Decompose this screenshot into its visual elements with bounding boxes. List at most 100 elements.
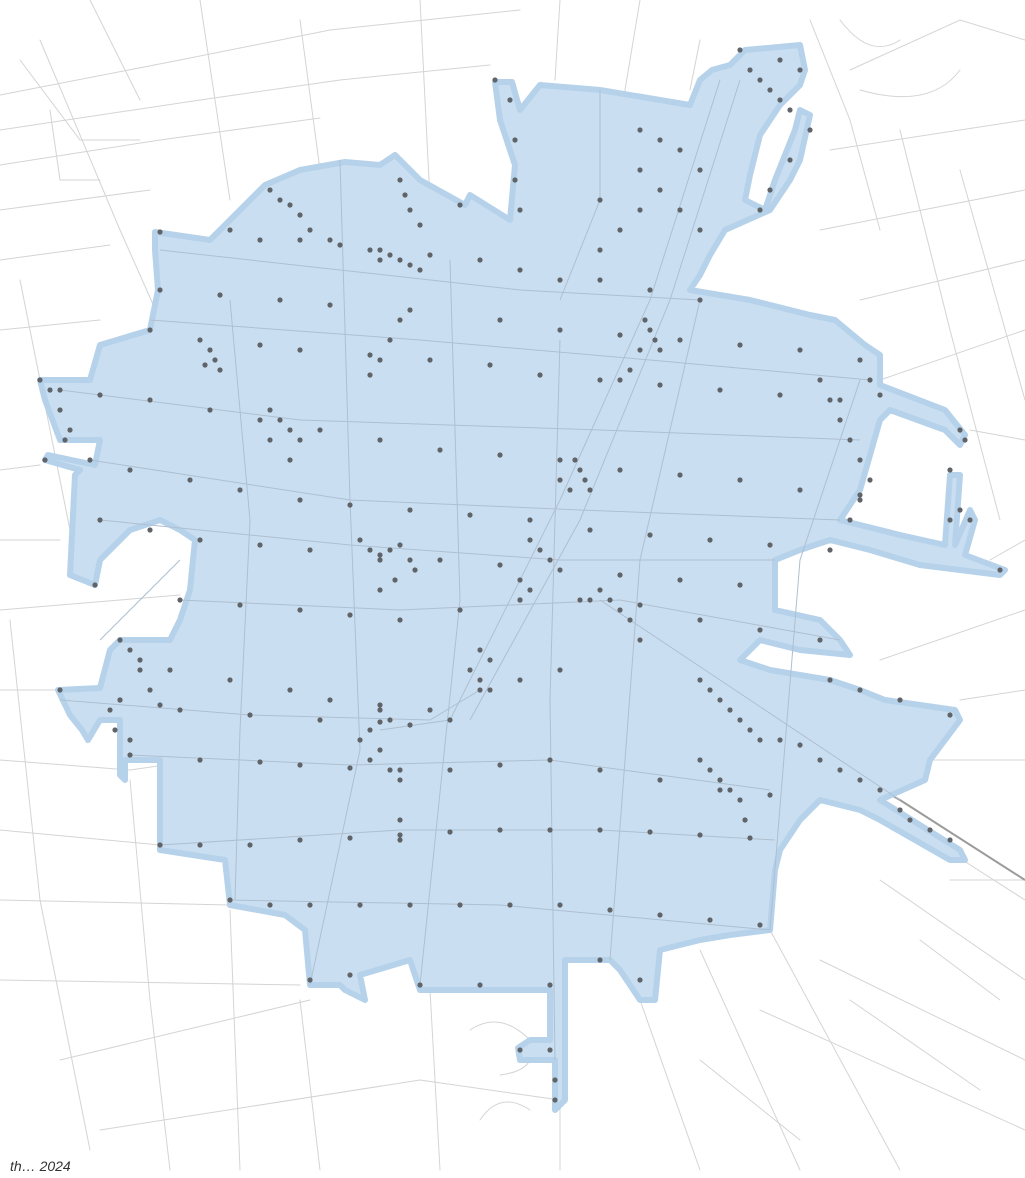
intersection-node <box>412 567 418 573</box>
intersection-node <box>457 607 463 613</box>
intersection-node <box>547 557 553 563</box>
intersection-node <box>417 982 423 988</box>
intersection-node <box>367 757 373 763</box>
intersection-node <box>337 242 343 248</box>
intersection-node <box>597 957 603 963</box>
internal-street <box>419 259 461 986</box>
intersection-node <box>557 902 563 908</box>
intersection-node <box>797 742 803 748</box>
intersection-node <box>647 532 653 538</box>
intersection-node <box>487 687 493 693</box>
intersection-node <box>907 817 913 823</box>
internal-street <box>99 519 775 561</box>
intersection-node <box>572 457 578 463</box>
intersection-node <box>377 247 383 253</box>
street-line <box>699 1059 801 1141</box>
intersection-node <box>512 177 518 183</box>
intersection-node <box>357 902 363 908</box>
intersection-node <box>177 707 183 713</box>
intersection-node <box>377 552 383 558</box>
intersection-node <box>367 247 373 253</box>
intersection-node <box>97 517 103 523</box>
intersection-node <box>657 187 663 193</box>
intersection-node <box>437 447 443 453</box>
intersection-node <box>962 437 968 443</box>
intersection-node <box>727 787 733 793</box>
intersection-node <box>877 392 883 398</box>
intersection-node <box>517 597 523 603</box>
intersection-node <box>497 827 503 833</box>
intersection-node <box>867 377 873 383</box>
intersection-node <box>552 1097 558 1103</box>
intersection-node <box>517 267 523 273</box>
intersection-node <box>287 202 293 208</box>
intersection-node <box>527 517 533 523</box>
intersection-node <box>707 917 713 923</box>
intersection-node <box>147 327 153 333</box>
intersection-node <box>637 207 643 213</box>
intersection-node <box>497 317 503 323</box>
intersection-node <box>582 477 588 483</box>
internal-street <box>609 299 701 961</box>
street-line <box>899 129 1001 521</box>
intersection-node <box>597 247 603 253</box>
street-line <box>9 619 91 1151</box>
intersection-node <box>457 202 463 208</box>
intersection-node <box>377 557 383 563</box>
street-line <box>879 329 1025 381</box>
intersection-node <box>207 407 213 413</box>
intersection-node <box>517 207 523 213</box>
intersection-node <box>407 262 413 268</box>
intersection-node <box>797 67 803 73</box>
intersection-node <box>147 397 153 403</box>
intersection-node <box>277 197 283 203</box>
intersection-node <box>847 517 853 523</box>
intersection-node <box>797 487 803 493</box>
internal-street <box>379 79 721 731</box>
intersection-node <box>407 507 413 513</box>
intersection-node <box>297 762 303 768</box>
street-line <box>839 19 901 48</box>
street-line <box>0 899 231 906</box>
intersection-node <box>697 227 703 233</box>
intersection-node <box>947 837 953 843</box>
source-note: th… 2024 <box>10 1158 71 1174</box>
intersection-node <box>517 1047 523 1053</box>
intersection-node <box>367 352 373 358</box>
intersection-node <box>127 467 133 473</box>
intersection-node <box>652 337 658 343</box>
intersection-node <box>477 257 483 263</box>
intersection-node <box>697 617 703 623</box>
intersection-node <box>227 677 233 683</box>
intersection-node <box>527 587 533 593</box>
intersection-node <box>557 667 563 673</box>
intersection-node <box>347 835 353 841</box>
intersection-node <box>557 477 563 483</box>
intersection-node <box>497 452 503 458</box>
intersection-node <box>257 542 263 548</box>
intersection-node <box>617 377 623 383</box>
intersection-node <box>207 347 213 353</box>
intersection-node <box>357 737 363 743</box>
intersection-node <box>367 727 373 733</box>
intersection-node <box>587 487 593 493</box>
street-line <box>959 689 1025 701</box>
intersection-node <box>857 357 863 363</box>
intersection-node <box>617 332 623 338</box>
street-line <box>819 189 1025 231</box>
street-line <box>299 19 321 171</box>
intersection-node <box>307 977 313 983</box>
intersection-node <box>297 607 303 613</box>
street-line <box>879 879 1025 981</box>
intersection-node <box>397 767 403 773</box>
intersection-node <box>307 227 313 233</box>
intersection-node <box>747 727 753 733</box>
intersection-node <box>817 637 823 643</box>
intersection-node <box>157 842 163 848</box>
intersection-node <box>287 457 293 463</box>
internal-street-layer <box>59 79 901 1061</box>
intersection-node <box>397 817 403 823</box>
intersection-node <box>657 382 663 388</box>
intersection-node <box>697 832 703 838</box>
